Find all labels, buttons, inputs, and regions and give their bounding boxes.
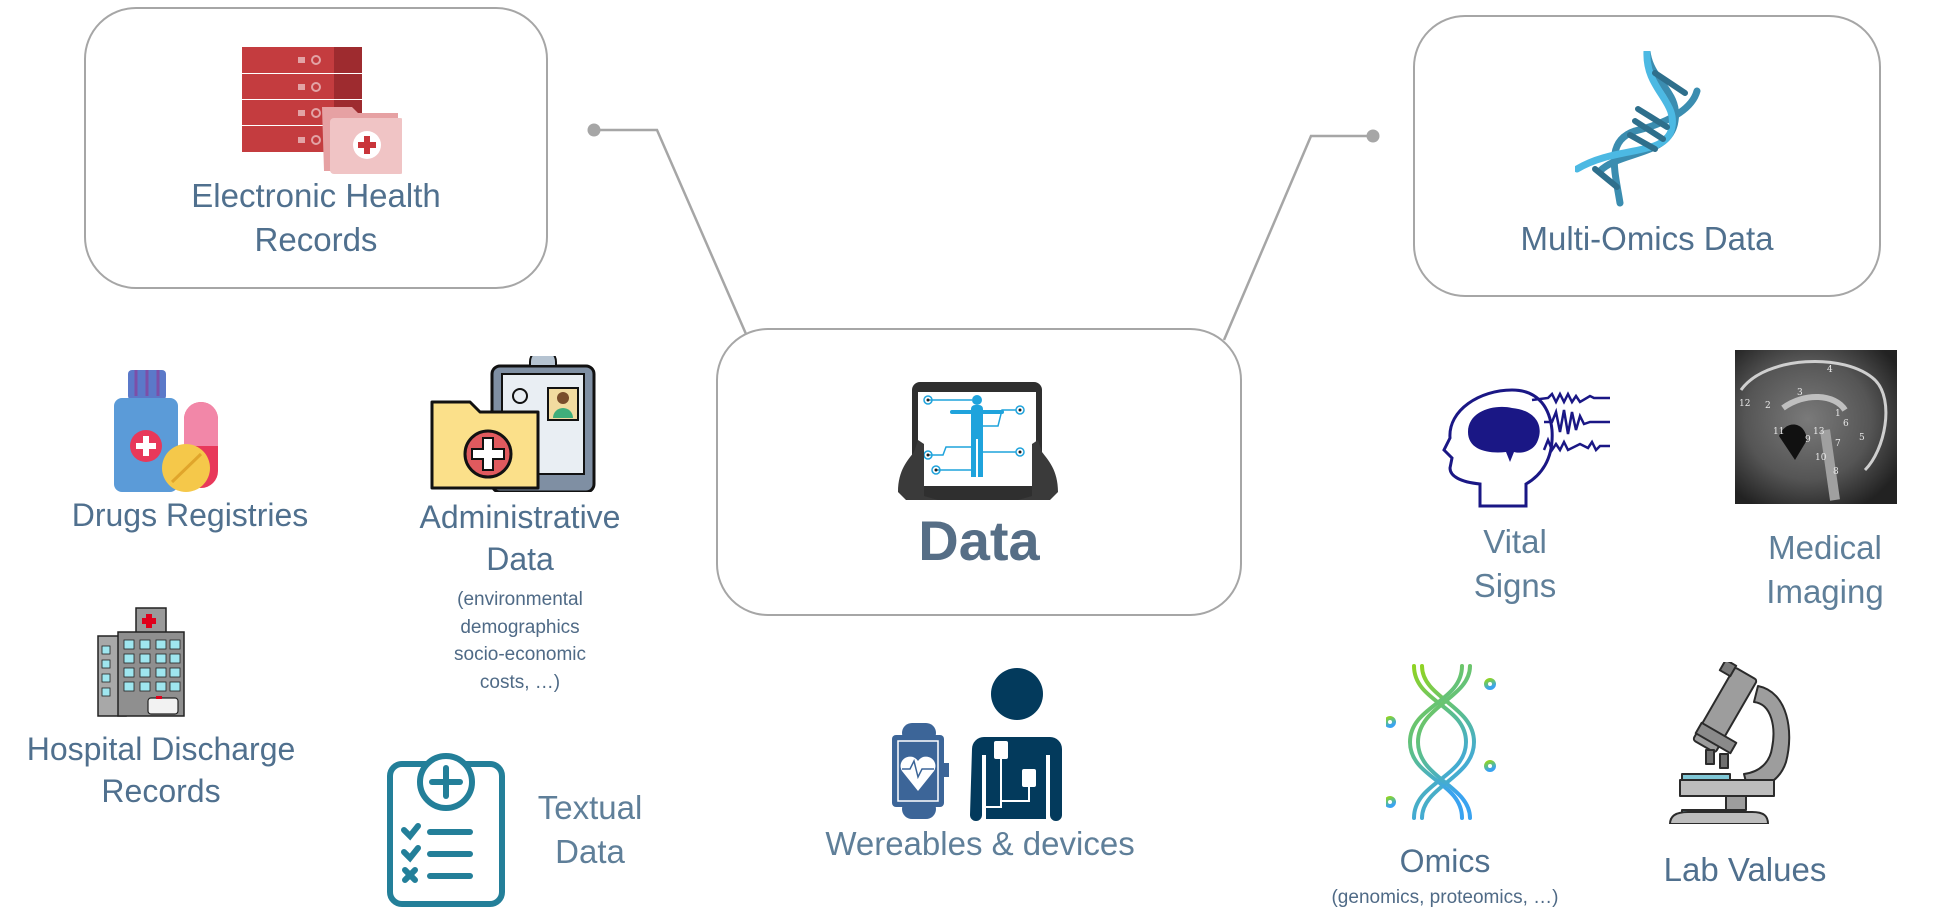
omics-label: Omics: [1399, 843, 1491, 879]
svg-text:9: 9: [1805, 435, 1811, 445]
medicine-bottle-pills-icon: [114, 370, 218, 492]
ehr-label: Electronic Health Records: [191, 177, 441, 258]
brain-mri-icon: 4 3 12 2 16 11 13 9 7 10 8 5: [1735, 350, 1897, 504]
administrative-data-label: Administrative Data: [419, 499, 621, 578]
multi-omics-box[interactable]: Multi-Omics Data: [1413, 15, 1881, 297]
multi-omics-label: Multi-Omics Data: [1520, 220, 1774, 257]
connector-omics-to-data: [1222, 129, 1380, 341]
connector-dot: [587, 123, 601, 137]
textual-data-label: Textual Data: [537, 789, 643, 870]
dna-gradient-icon: [1386, 664, 1496, 820]
svg-text:11: 11: [1773, 427, 1784, 437]
svg-text:4: 4: [1827, 365, 1833, 375]
hospital-discharge-label: Hospital Discharge Records: [26, 731, 296, 810]
omics-details: (genomics, proteomics, …): [1331, 887, 1559, 908]
svg-text:5: 5: [1859, 433, 1865, 443]
data-box[interactable]: Data: [716, 328, 1242, 616]
microscope-icon: [1669, 662, 1791, 824]
dna-icon: [1575, 51, 1701, 207]
administrative-data-details: (environmental demographics socio-econom…: [454, 589, 586, 693]
svg-text:6: 6: [1843, 419, 1849, 429]
svg-text:12: 12: [1739, 399, 1750, 409]
smartwatch-monitor-icon: [892, 668, 1062, 821]
folder-clipboard-icon: [430, 356, 596, 492]
svg-text:7: 7: [1835, 439, 1841, 449]
ehr-box[interactable]: Electronic Health Records: [84, 7, 548, 289]
svg-text:10: 10: [1815, 453, 1827, 463]
hospital-building-icon: [97, 607, 185, 717]
clipboard-checklist-icon: [387, 753, 505, 907]
medical-imaging-label: Medical Imaging: [1766, 529, 1884, 610]
connector-dot: [1366, 129, 1380, 143]
svg-text:3: 3: [1797, 388, 1803, 398]
connector-ehr-to-data: [587, 123, 748, 335]
svg-text:2: 2: [1765, 401, 1771, 411]
svg-text:8: 8: [1833, 467, 1839, 477]
server-medical-folder-icon: [242, 47, 402, 174]
svg-text:13: 13: [1813, 427, 1825, 437]
vital-signs-label: Vital Signs: [1473, 523, 1557, 604]
drugs-registries-label: Drugs Registries: [71, 497, 309, 533]
data-title: Data: [918, 509, 1040, 572]
tablet-body-scan-icon: [898, 382, 1058, 500]
wearables-label: Wereables & devices: [825, 825, 1135, 862]
lab-values-label: Lab Values: [1663, 851, 1827, 888]
head-brainwave-icon: [1442, 388, 1610, 508]
svg-text:1: 1: [1835, 409, 1841, 419]
